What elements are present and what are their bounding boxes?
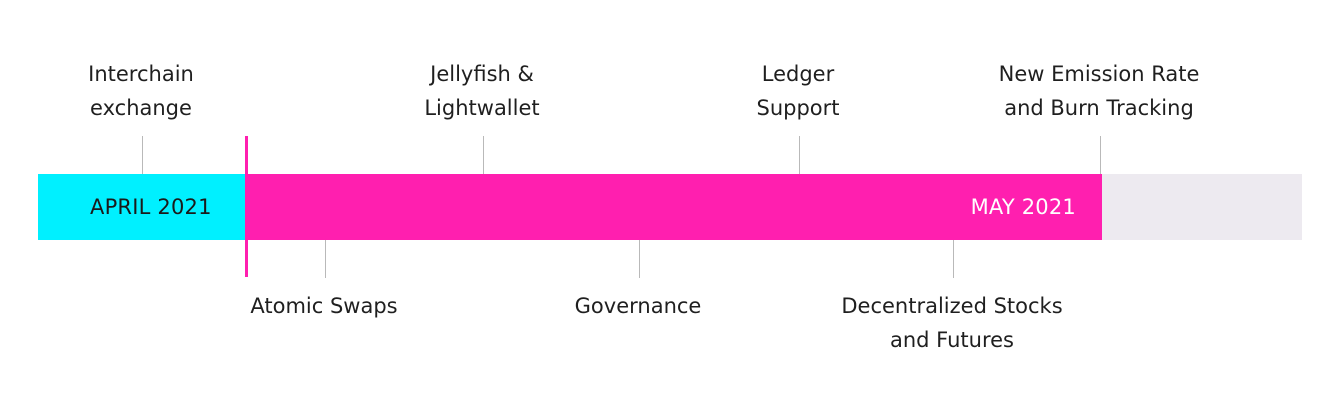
tick-interchain-exchange <box>142 136 143 174</box>
milestone-line: Decentralized Stocks <box>841 294 1063 318</box>
segment-april-2021: APRIL 2021 <box>38 174 246 240</box>
milestone-new-emission-rate: New Emission Rate and Burn Tracking <box>999 57 1200 125</box>
milestone-line: Support <box>756 96 840 120</box>
tick-governance <box>639 240 640 278</box>
milestone-line: Ledger <box>761 62 835 86</box>
milestone-jellyfish-lightwallet: Jellyfish & Lightwallet <box>424 57 539 125</box>
milestone-decentralized-stocks-futures: Decentralized Stocks and Futures <box>841 289 1062 357</box>
milestone-interchain-exchange: Interchain exchange <box>88 57 194 125</box>
milestone-governance: Governance <box>575 289 702 323</box>
milestone-line: and Futures <box>889 328 1014 352</box>
tick-jellyfish-lightwallet <box>483 136 484 174</box>
milestone-line: Governance <box>574 294 702 318</box>
tick-decentralized-stocks <box>953 240 954 278</box>
segment-may-2021: MAY 2021 <box>246 174 1102 240</box>
milestone-atomic-swaps: Atomic Swaps <box>250 289 397 323</box>
milestone-line: Interchain <box>88 62 194 86</box>
tick-ledger-support <box>799 136 800 174</box>
milestone-line: and Burn Tracking <box>1004 96 1194 120</box>
milestone-line: Lightwallet <box>424 96 540 120</box>
tick-new-emission-rate <box>1100 136 1101 174</box>
milestone-line: exchange <box>90 96 192 120</box>
tick-atomic-swaps <box>325 240 326 278</box>
segment-label-may: MAY 2021 <box>970 195 1076 219</box>
segment-label-april: APRIL 2021 <box>90 195 212 219</box>
milestone-line: Jellyfish & <box>430 62 534 86</box>
milestone-ledger-support: Ledger Support <box>756 57 839 125</box>
segment-future <box>1102 174 1302 240</box>
month-divider-line <box>245 136 248 277</box>
milestone-line: New Emission Rate <box>998 62 1200 86</box>
milestone-line: Atomic Swaps <box>250 294 398 318</box>
